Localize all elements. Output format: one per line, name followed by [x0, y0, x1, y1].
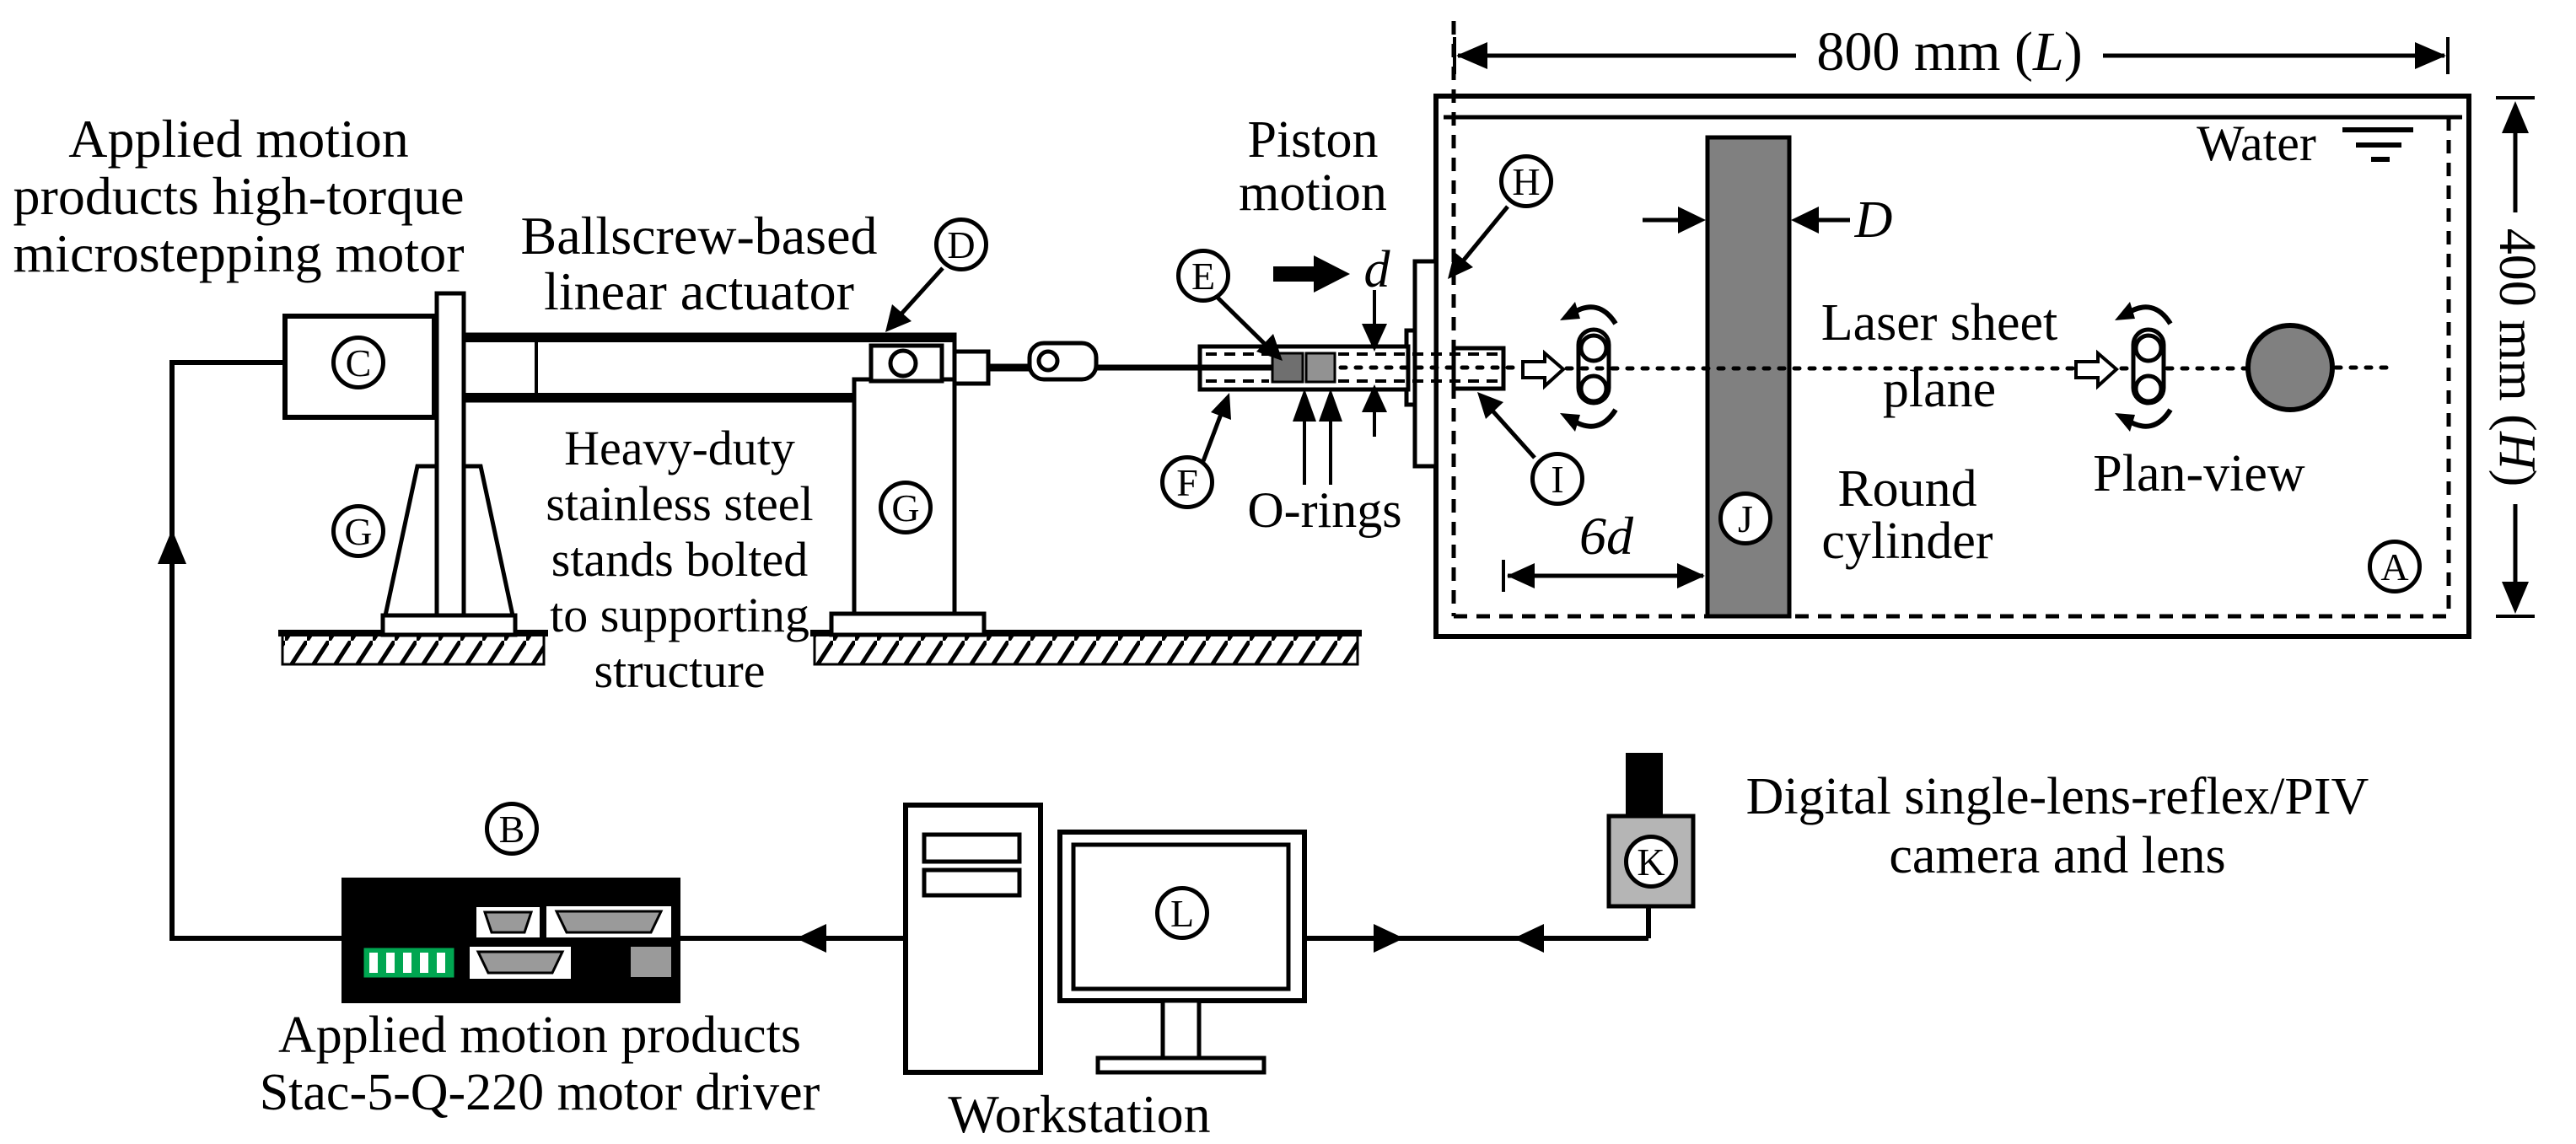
circle-label-K: K — [1624, 835, 1678, 889]
workstation-tower — [903, 803, 1043, 1075]
circle-label-G-left: G — [331, 504, 385, 558]
flow-arrow-nozzle — [1521, 349, 1567, 390]
cylinder-plan-circle — [2245, 323, 2335, 412]
leader-arrows — [885, 205, 1536, 462]
actuator-title: Ballscrew-based linear actuator — [520, 206, 878, 321]
circle-label-E: E — [1176, 249, 1230, 303]
wall-flange-plate — [1412, 259, 1439, 469]
dimension-800mm — [1453, 37, 2450, 74]
dimension-d — [1362, 290, 1387, 437]
stands-title: Heavy-duty stainless steel stands bolted… — [546, 421, 814, 698]
driver-title: Applied motion products Stac-5-Q-220 mot… — [259, 1007, 820, 1121]
circle-label-I: I — [1530, 452, 1584, 506]
actuator-carriage — [869, 343, 991, 386]
circle-label-G-right: G — [879, 481, 933, 534]
diameter-dim-label: D — [1854, 191, 1893, 249]
tank-inner-dashed-wall — [1451, 21, 2451, 619]
piston-motion-arrow — [1273, 255, 1350, 293]
piston-oring-2 — [1304, 352, 1336, 384]
stand-left — [380, 291, 518, 637]
circle-label-F: F — [1160, 455, 1214, 509]
circle-label-L: L — [1155, 886, 1209, 940]
length-dim-label: 800 mm (L) — [1816, 21, 2083, 83]
motor-driver-box — [341, 878, 680, 1003]
round-cylinder-label: Round cylinder — [1821, 460, 1993, 570]
circle-label-D: D — [934, 218, 988, 271]
tube-bore-dashed — [1206, 352, 1500, 383]
camera-lens — [1626, 753, 1663, 818]
circle-label-A: A — [2368, 540, 2422, 593]
motor-title: Applied motion products high-torque micr… — [13, 109, 465, 283]
piston-tube — [1197, 344, 1506, 392]
height-dim-label: 400 mm (H) — [2488, 228, 2546, 487]
plan-view-label: Plan-view — [2093, 445, 2305, 502]
stand-right — [829, 611, 987, 637]
bore-dim-label: d — [1363, 241, 1390, 298]
circle-label-H: H — [1499, 154, 1553, 208]
water-label: Water — [2197, 115, 2316, 171]
flow-arrow-plan — [2074, 349, 2120, 390]
camera-title: Digital single-lens-reflex/PIV camera an… — [1745, 768, 2369, 884]
circle-label-C: C — [331, 336, 385, 389]
dimension-D — [1643, 207, 1850, 234]
vortex-ring-side — [1560, 302, 1618, 432]
push-rod-assembly — [988, 341, 1204, 382]
driver-terminal-block — [361, 945, 457, 980]
water-tank — [1404, 21, 2471, 639]
motor-driver-wire — [158, 360, 906, 953]
circle-label-J: J — [1718, 491, 1772, 545]
water-surface-icon — [2342, 127, 2413, 162]
orings-label: O-rings — [1247, 482, 1402, 538]
dimension-6d — [1502, 560, 1705, 592]
camera-signal-wire — [1304, 904, 1651, 953]
laser-sheet-label: Laser sheet plane — [1820, 294, 2058, 418]
workstation-label: Workstation — [948, 1084, 1211, 1144]
oring-pointer-arrows — [1293, 389, 1342, 485]
piston-motion-title: Piston motion — [1239, 111, 1387, 222]
gap-dim-label: 6d — [1579, 506, 1633, 566]
dimension-400mm — [2496, 96, 2535, 618]
ground-hatch-left — [278, 630, 548, 666]
vortex-ring-plan — [2115, 302, 2173, 432]
circle-label-B: B — [485, 802, 539, 856]
ground-hatch-right — [810, 630, 1362, 666]
workstation-monitor — [1057, 830, 1307, 1075]
